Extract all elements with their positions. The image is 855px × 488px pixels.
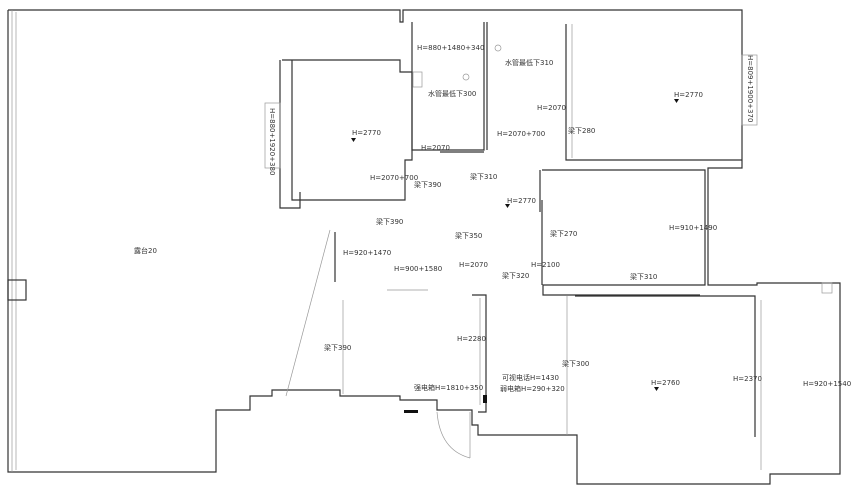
label: H=2070 (537, 104, 566, 112)
height-marker-icon (674, 99, 679, 103)
label: H=2070+700 (370, 174, 418, 182)
label: H=2770 (674, 91, 703, 99)
label: H=2760 (651, 379, 680, 387)
label: H=920+1540 (803, 380, 851, 388)
label: 弱电箱H=290+320 (500, 384, 565, 393)
label: H=2370 (733, 375, 762, 383)
label: H=2280 (457, 335, 486, 343)
label: H=809+1900+370 (746, 55, 754, 122)
label: H=2070 (459, 261, 488, 269)
label: 强电箱H=1810+350 (414, 383, 483, 392)
walls (7, 9, 841, 485)
label: H=2070+700 (497, 130, 545, 138)
label: 梁下310 (630, 272, 657, 281)
height-marker-icon (654, 387, 659, 391)
label: 梁下320 (502, 271, 529, 280)
label: 水管最低下300 (428, 89, 476, 98)
terrace-label: 露台20 (134, 246, 157, 255)
drain-icon (462, 73, 470, 81)
drain-icon (494, 44, 502, 52)
label: 梁下270 (550, 229, 577, 238)
power-box-icon (404, 410, 418, 413)
labels: 露台20 H=880+1480+340 水管最低下300 水管最低下310 H=… (134, 44, 851, 393)
label: H=2100 (531, 261, 560, 269)
weak-box-icon (483, 395, 487, 403)
label: H=880+1920+380 (268, 108, 276, 175)
label: H=880+1480+340 (417, 44, 484, 52)
height-marker-icon (505, 204, 510, 208)
label: H=900+1580 (394, 265, 442, 273)
label: 梁下310 (470, 172, 497, 181)
label: 水管最低下310 (505, 58, 553, 67)
label: 梁下390 (414, 180, 441, 189)
label: 梁下350 (455, 231, 482, 240)
label: H=920+1470 (343, 249, 391, 257)
label: 梁下390 (324, 343, 351, 352)
label: 梁下390 (376, 217, 403, 226)
label: H=910+1490 (669, 224, 717, 232)
label: H=2770 (507, 197, 536, 205)
label: 可视电话H=1430 (502, 373, 559, 382)
label: H=2070 (421, 144, 450, 152)
height-marker-icon (351, 138, 356, 142)
label: 梁下280 (568, 126, 595, 135)
label: 梁下300 (562, 359, 589, 368)
ceiling-markers (351, 44, 679, 391)
label: H=2770 (352, 129, 381, 137)
